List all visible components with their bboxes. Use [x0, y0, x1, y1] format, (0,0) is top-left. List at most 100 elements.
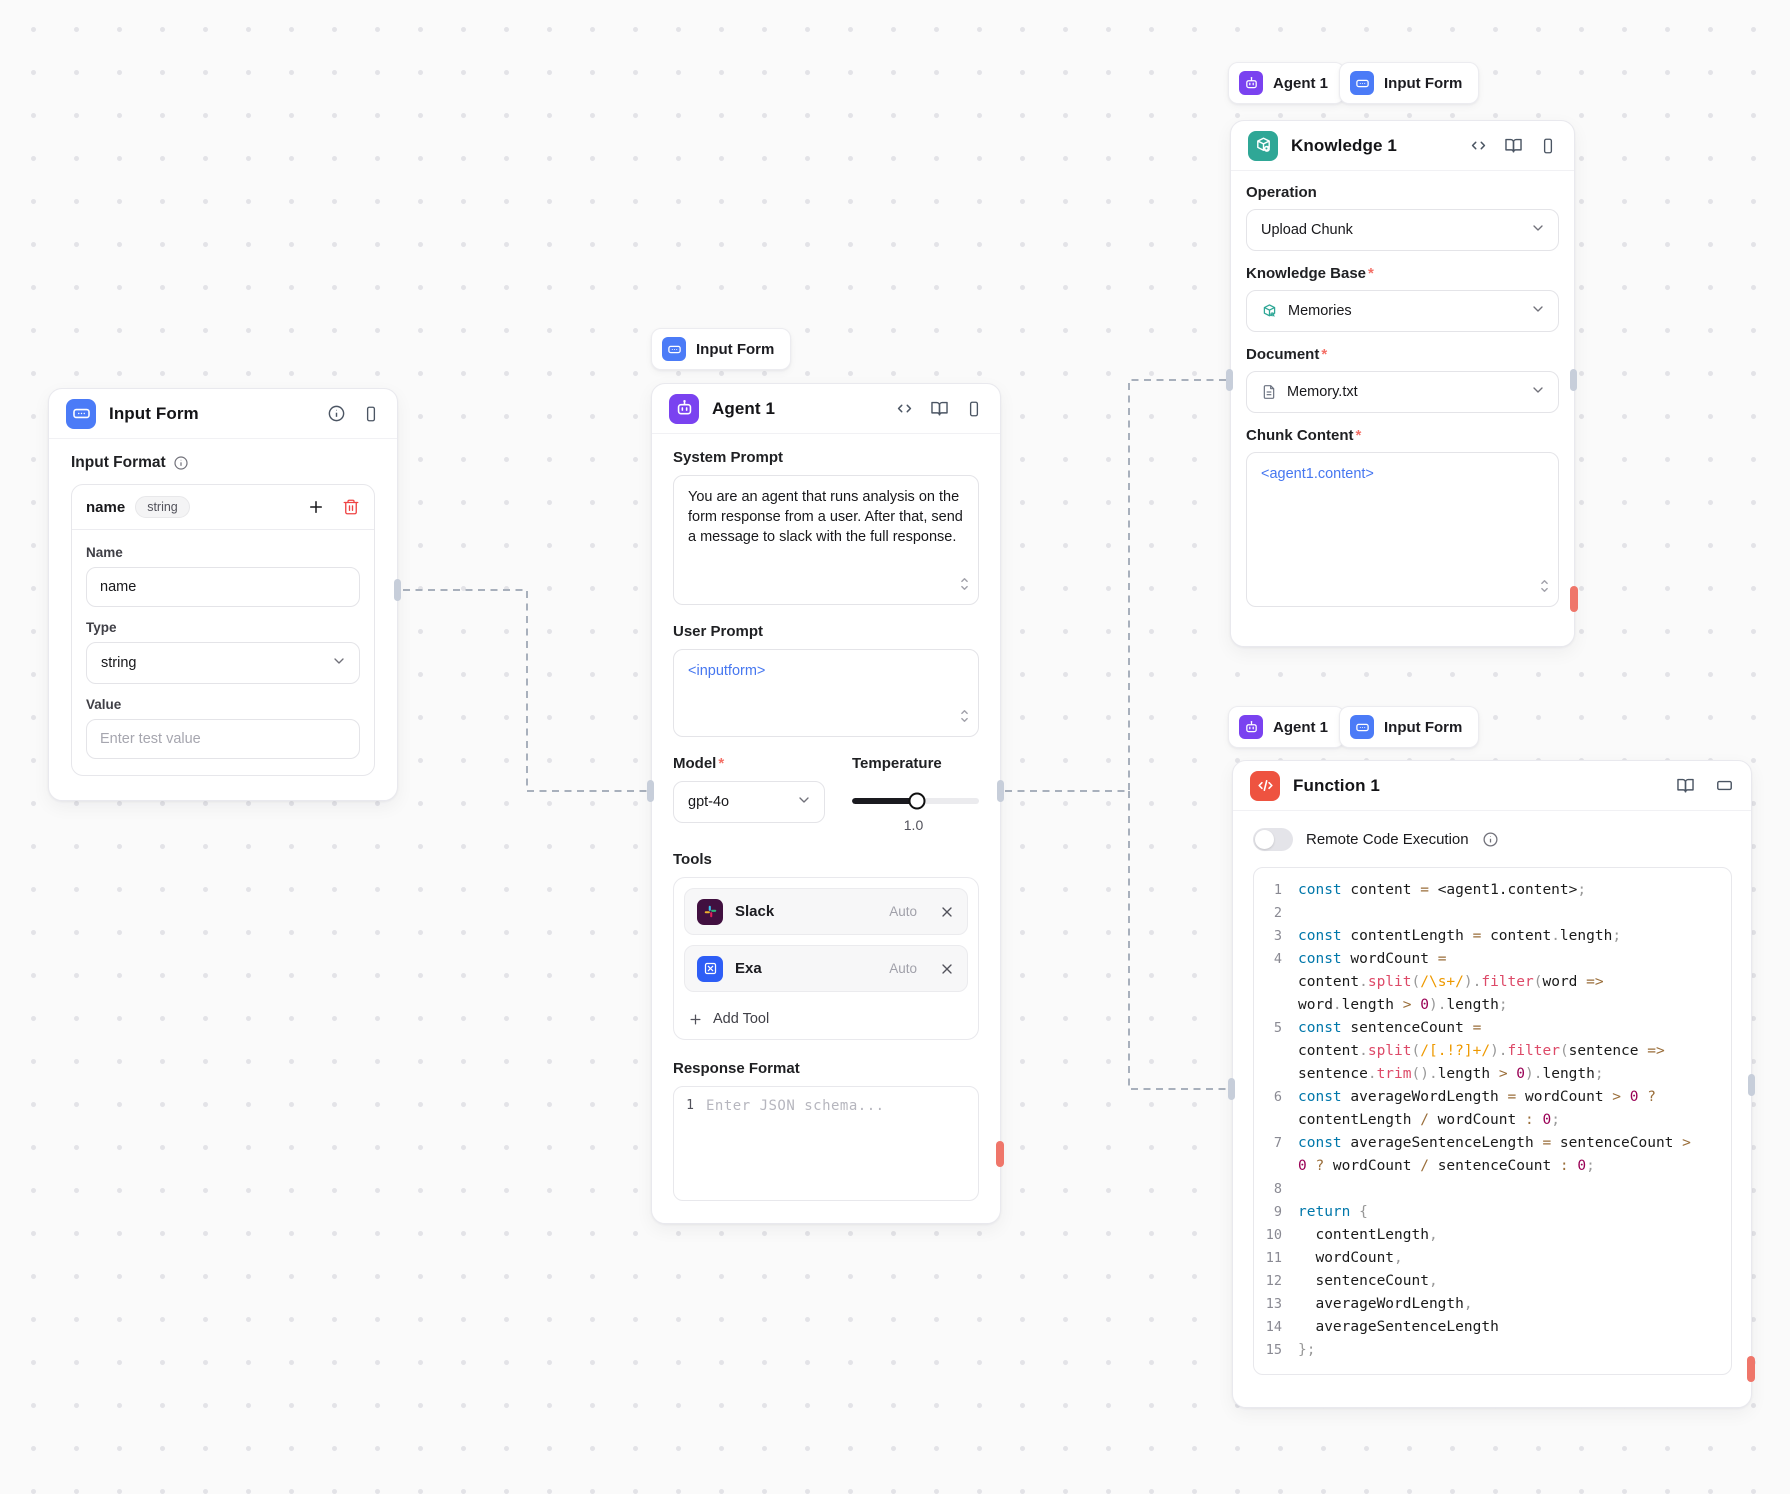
- agent-node[interactable]: Agent 1 System Prompt You are an agent t…: [651, 383, 1001, 1224]
- output-handle[interactable]: [394, 579, 401, 601]
- input-handle[interactable]: [647, 780, 654, 802]
- pill-agent-1[interactable]: Agent 1: [1228, 706, 1346, 748]
- book-icon[interactable]: [1676, 776, 1695, 795]
- chunk-content-label: Chunk Content*: [1246, 427, 1362, 444]
- code-line: 2: [1254, 902, 1723, 925]
- robot-icon: [1239, 715, 1263, 739]
- operation-select-value: Upload Chunk: [1261, 222, 1353, 238]
- chevron-down-icon: [331, 653, 347, 673]
- value-field[interactable]: [86, 719, 360, 759]
- info-icon[interactable]: [327, 404, 346, 423]
- pill-input-form[interactable]: Input Form: [1339, 62, 1480, 104]
- temperature-slider[interactable]: [852, 792, 979, 810]
- line-number: 10: [1265, 1227, 1282, 1243]
- close-icon[interactable]: [939, 961, 955, 977]
- node-title: Knowledge 1: [1291, 135, 1397, 155]
- edge-agent-to-knowledge: [1005, 379, 1226, 792]
- slack-icon: [697, 898, 723, 925]
- resize-icon[interactable]: [1539, 579, 1550, 599]
- output-handle[interactable]: [997, 780, 1004, 802]
- node-title: Function 1: [1293, 775, 1380, 795]
- resize-icon[interactable]: [959, 709, 970, 729]
- input-form-node-header: Input Form: [49, 389, 397, 439]
- agent-node-header: Agent 1: [652, 384, 1000, 434]
- output-handle[interactable]: [1570, 369, 1577, 391]
- add-field-button[interactable]: [307, 498, 325, 516]
- pill-label: Agent 1: [1273, 74, 1329, 92]
- value-label: Value: [86, 697, 122, 712]
- info-icon[interactable]: [1482, 831, 1499, 848]
- tool-row-slack[interactable]: Slack Auto: [684, 888, 968, 935]
- pill-label: Input Form: [696, 340, 775, 358]
- tool-mode[interactable]: Auto: [889, 961, 917, 976]
- toggle-knob: [1255, 830, 1274, 849]
- user-prompt-textarea[interactable]: <inputform>: [673, 649, 979, 737]
- line-number: 7: [1273, 1135, 1282, 1151]
- chunk-content-textarea[interactable]: <agent1.content>: [1246, 452, 1559, 607]
- system-prompt-textarea[interactable]: You are an agent that runs analysis on t…: [673, 475, 979, 605]
- pill-label: Agent 1: [1273, 718, 1329, 736]
- tool-mode[interactable]: Auto: [889, 904, 917, 919]
- knowledge-base-select[interactable]: Memories: [1246, 290, 1559, 332]
- phone-preview-icon[interactable]: [965, 400, 983, 418]
- input-handle[interactable]: [1226, 369, 1233, 391]
- response-format-placeholder: Enter JSON schema...: [706, 1098, 885, 1114]
- slider-thumb[interactable]: [908, 792, 926, 810]
- response-format-editor[interactable]: 1 Enter JSON schema...: [673, 1086, 979, 1201]
- close-icon[interactable]: [939, 904, 955, 920]
- tool-row-exa[interactable]: Exa Auto: [684, 945, 968, 992]
- field-type-chip: string: [135, 496, 190, 518]
- add-tool-button[interactable]: Add Tool: [684, 1002, 968, 1029]
- knowledge-base-label: Knowledge Base*: [1246, 265, 1374, 282]
- book-icon[interactable]: [930, 399, 949, 418]
- model-select[interactable]: gpt-4o: [673, 781, 825, 823]
- required-marker: *: [1321, 346, 1328, 363]
- pill-input-form[interactable]: Input Form: [651, 328, 792, 370]
- pill-input-form[interactable]: Input Form: [1339, 706, 1480, 748]
- code-line: 10 contentLength,: [1254, 1224, 1723, 1247]
- input-handle[interactable]: [1228, 1078, 1235, 1100]
- phone-preview-icon[interactable]: [362, 405, 380, 423]
- output-handle[interactable]: [1748, 1074, 1755, 1096]
- operation-label: Operation: [1246, 184, 1317, 201]
- code-text: averageWordLength,: [1298, 1296, 1473, 1312]
- phone-preview-icon[interactable]: [1539, 137, 1557, 155]
- type-select[interactable]: string: [86, 642, 360, 684]
- chevron-down-icon: [1530, 301, 1546, 321]
- remote-code-execution-toggle[interactable]: [1253, 828, 1293, 851]
- code-icon[interactable]: [1469, 136, 1488, 155]
- pill-label: Input Form: [1384, 718, 1463, 736]
- edge-agent-to-function: [1128, 791, 1228, 1090]
- template-token: <inputform>: [688, 663, 766, 679]
- expand-panel-icon[interactable]: [1715, 776, 1734, 795]
- error-handle[interactable]: [996, 1141, 1004, 1167]
- error-handle[interactable]: [1747, 1356, 1755, 1382]
- add-tool-label: Add Tool: [713, 1011, 770, 1027]
- node-title: Input Form: [109, 403, 199, 423]
- edge-inputform-to-agent: [403, 589, 647, 792]
- info-icon[interactable]: [173, 455, 189, 471]
- operation-select[interactable]: Upload Chunk: [1246, 209, 1559, 251]
- system-prompt-text: You are an agent that runs analysis on t…: [688, 489, 963, 545]
- document-label: Document*: [1246, 346, 1328, 363]
- line-number: 1: [1273, 882, 1282, 898]
- code-text: const averageWordLength = wordCount > 0 …: [1298, 1089, 1665, 1128]
- document-select[interactable]: Memory.txt: [1246, 371, 1559, 413]
- knowledge-node[interactable]: Knowledge 1 Operation Upload Chunk Knowl…: [1230, 120, 1575, 647]
- response-format-label: Response Format: [673, 1060, 800, 1077]
- resize-icon[interactable]: [959, 577, 970, 597]
- pill-agent-1[interactable]: Agent 1: [1228, 62, 1346, 104]
- error-handle[interactable]: [1570, 586, 1578, 612]
- code-icon[interactable]: [895, 399, 914, 418]
- book-icon[interactable]: [1504, 136, 1523, 155]
- name-field[interactable]: [86, 567, 360, 607]
- code-text: const content = <agent1.content>;: [1298, 882, 1587, 898]
- trash-icon[interactable]: [342, 498, 360, 516]
- input-form-node[interactable]: Input Form Input Format name string: [48, 388, 398, 801]
